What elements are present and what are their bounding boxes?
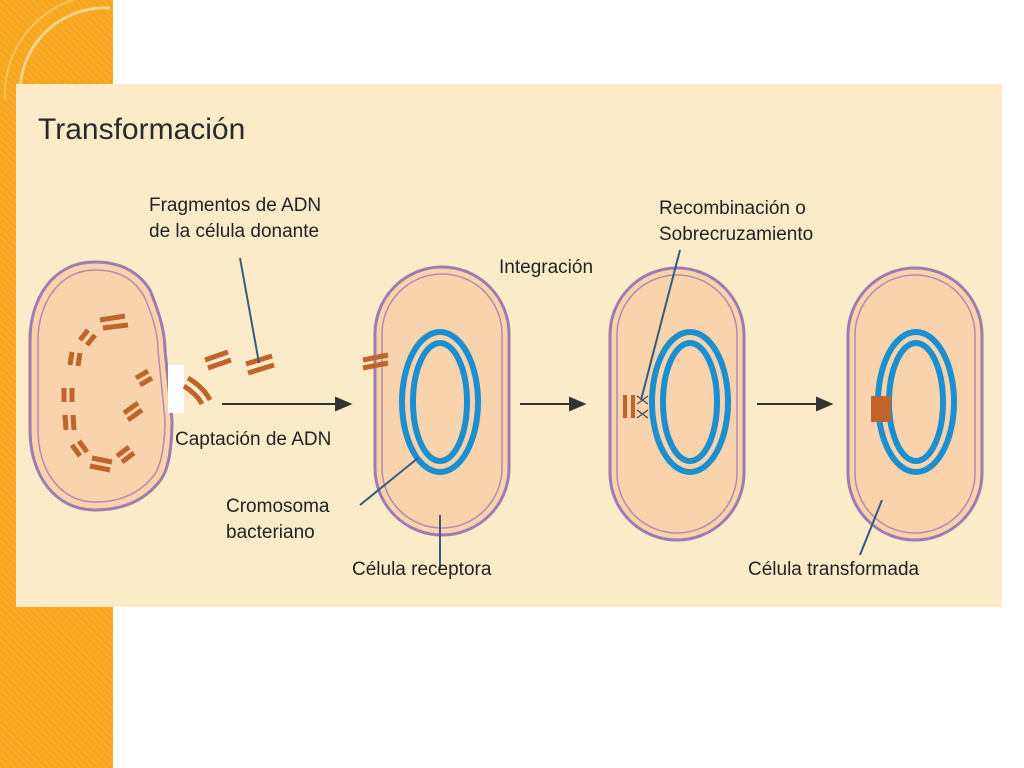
integrated-dna-segment bbox=[871, 396, 891, 422]
cell-wall-opening bbox=[168, 365, 184, 413]
donor-dna-fragments bbox=[61, 313, 232, 473]
transformed-cell bbox=[846, 266, 984, 542]
process-arrows bbox=[222, 396, 834, 412]
label-dna-fragments: Fragmentos de ADN de la célula donante bbox=[149, 193, 321, 245]
donor-cell bbox=[28, 260, 184, 512]
label-recipient-cell: Célula receptora bbox=[352, 559, 492, 580]
recipient-cell bbox=[362, 265, 511, 537]
label-dna-fragments-line1: Fragmentos de ADN bbox=[149, 195, 322, 216]
sidebar-arc-decoration bbox=[3, 0, 111, 101]
label-dna-fragments-line2: de la célula donante bbox=[149, 221, 320, 242]
label-chromosome-line2: bacteriano bbox=[226, 522, 315, 543]
integration-cell bbox=[608, 266, 746, 542]
crossover-mark bbox=[636, 395, 649, 419]
label-dna-uptake: Captación de ADN bbox=[175, 429, 332, 450]
label-recombination: Recombinación o Sobrecruzamiento bbox=[659, 196, 813, 248]
label-integration: Integración bbox=[499, 257, 594, 278]
label-bacterial-chromosome: Cromosoma bacteriano bbox=[226, 494, 329, 546]
label-transformed-cell: Célula transformada bbox=[748, 559, 920, 580]
page-title: Transformación bbox=[38, 113, 246, 146]
label-leader-lines bbox=[239, 249, 883, 568]
label-chromosome-line1: Cromosoma bbox=[226, 496, 330, 517]
label-recombination-line2: Sobrecruzamiento bbox=[659, 224, 814, 245]
free-dna-fragment bbox=[245, 353, 275, 376]
label-recombination-line1: Recombinación o bbox=[659, 198, 806, 219]
